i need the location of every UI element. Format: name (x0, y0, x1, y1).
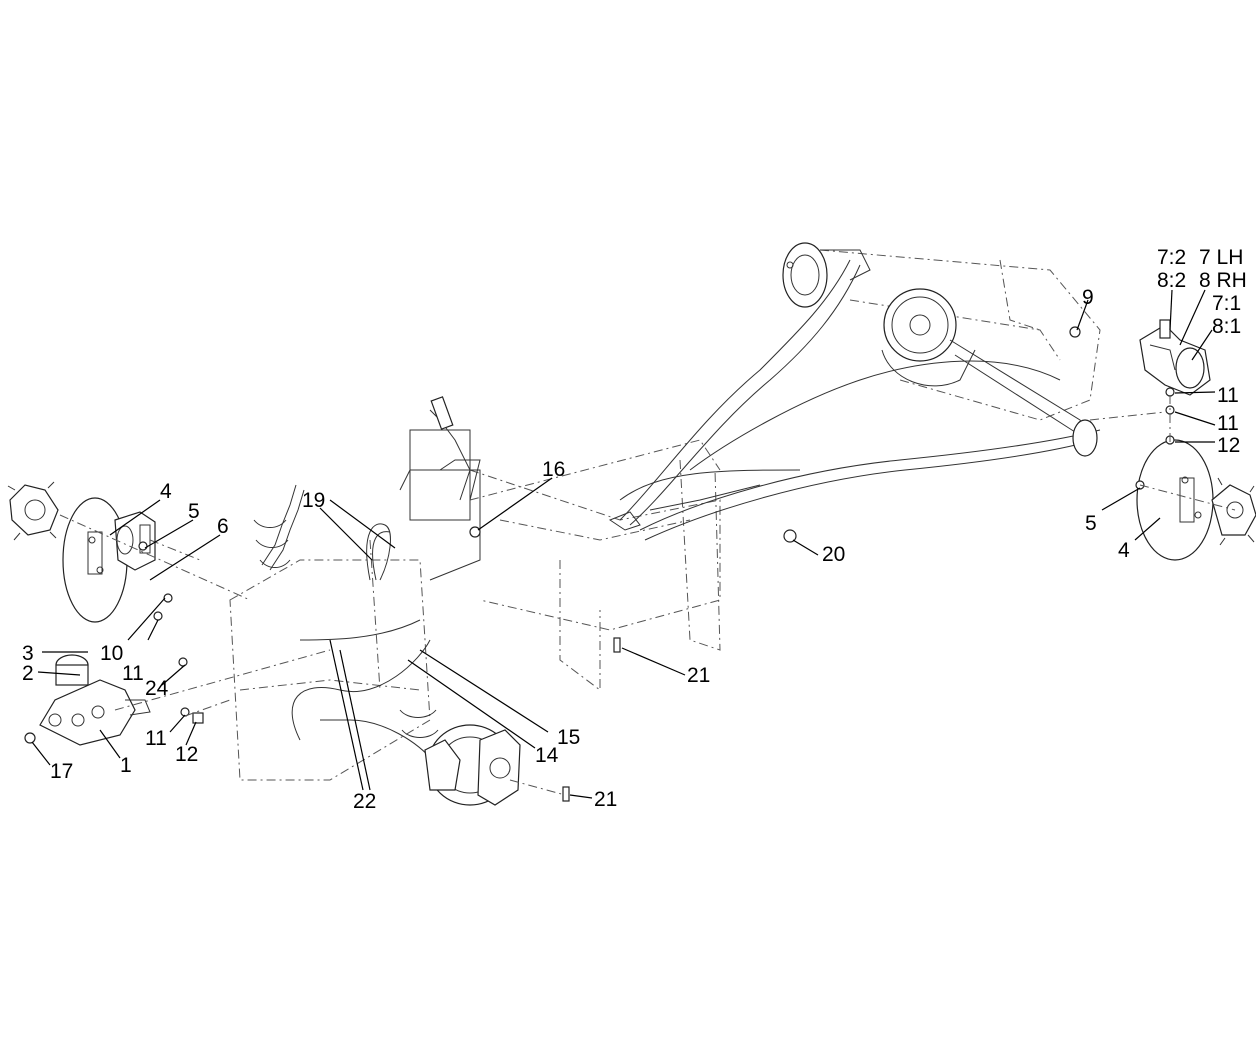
callout-11-rear-lower: 11 (1217, 412, 1239, 435)
callout-8-rh: 8 RH (1199, 269, 1247, 292)
callout-20: 20 (822, 543, 845, 566)
callout-6: 6 (217, 515, 229, 538)
callout-5-rear: 5 (1085, 512, 1097, 535)
callout-labels: 1 2 3 4 4 5 5 6 7:2 8:2 7 LH 8 RH 7:1 8:… (22, 246, 1247, 813)
pedal-assembly (399, 396, 481, 581)
front-shock-absorbers (253, 484, 439, 738)
callout-8-2: 8:2 (1157, 269, 1186, 292)
hardware-fasteners (24, 326, 1175, 802)
rear-left-brake-disc (782, 242, 871, 308)
callout-2: 2 (22, 662, 34, 685)
callout-11-rear-upper: 11 (1217, 384, 1239, 407)
chassis-frame-outline (229, 249, 1101, 781)
callout-1: 1 (120, 754, 132, 777)
callout-10: 10 (100, 642, 123, 665)
callout-5-front: 5 (188, 500, 200, 523)
callout-15: 15 (557, 726, 580, 749)
leader-lines (31, 289, 1216, 799)
callout-7-lh: 7 LH (1199, 246, 1243, 269)
callout-4-rear: 4 (1118, 539, 1130, 562)
assembly-axis-lines (59, 395, 1236, 796)
callout-9: 9 (1082, 286, 1094, 309)
rear-right-brake-disc (1136, 439, 1214, 561)
front-left-hub (7, 481, 59, 541)
callout-11-front-upper: 11 (122, 662, 144, 685)
callout-22: 22 (353, 790, 376, 813)
callout-19: 19 (302, 489, 325, 512)
callout-7-1: 7:1 (1212, 292, 1241, 315)
rear-right-hub (1211, 477, 1256, 546)
callout-7-2: 7:2 (1157, 246, 1186, 269)
rear-parking-brake-cables (608, 259, 1101, 541)
callout-12-rear: 12 (1217, 434, 1240, 457)
callout-4-front: 4 (160, 480, 172, 503)
front-right-brake-assembly (424, 724, 521, 806)
callout-14: 14 (535, 744, 559, 767)
callout-8-1: 8:1 (1212, 315, 1241, 338)
callout-24: 24 (145, 677, 169, 700)
callout-11-front-lower: 11 (145, 727, 167, 750)
callout-17: 17 (50, 760, 73, 783)
front-brake-lines (291, 523, 441, 771)
callout-21-hub: 21 (594, 788, 617, 811)
rear-differential (881, 288, 1098, 457)
callout-21-frame: 21 (687, 664, 710, 687)
callout-16: 16 (542, 458, 565, 481)
front-left-brake-caliper (114, 511, 156, 571)
callout-12-front: 12 (175, 743, 198, 766)
master-cylinder (39, 654, 151, 746)
callout-3: 3 (22, 642, 34, 665)
rear-brake-caliper (1139, 319, 1211, 396)
